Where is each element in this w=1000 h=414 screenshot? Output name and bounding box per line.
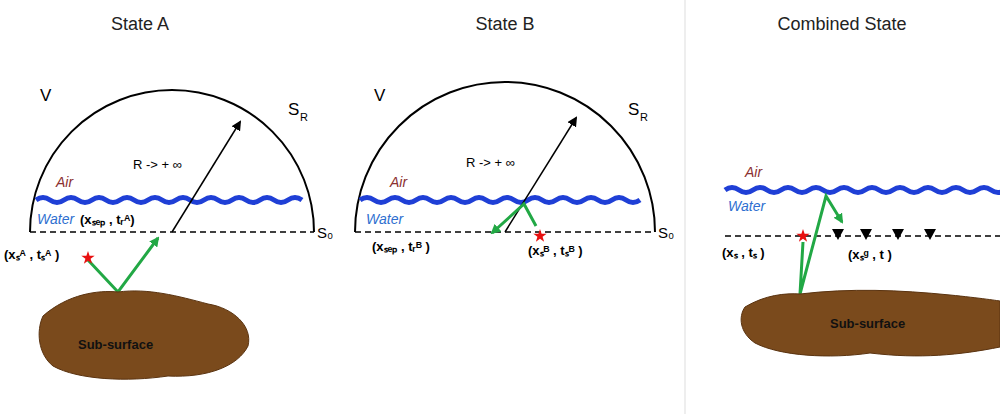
sea-surface xyxy=(36,198,302,203)
ray-path xyxy=(88,238,158,292)
surface-label: S₀ xyxy=(317,224,333,241)
subsurface-body: Sub-surface xyxy=(740,285,1000,360)
receiver-triangle xyxy=(924,229,936,240)
source-star xyxy=(796,229,809,242)
coordinate-label: (xₛᴬ , tₛᴬ ) xyxy=(4,248,59,263)
medium-label: Air xyxy=(56,174,73,190)
medium-label: Air xyxy=(390,174,407,190)
subsurface-shape xyxy=(741,290,1000,356)
coordinate-label: (xₛₑₚ , tᵣᴬ) xyxy=(80,213,135,228)
panel-separator xyxy=(685,0,686,414)
medium-label: Water xyxy=(37,211,74,227)
radius-label: R -> + ∞ xyxy=(133,158,182,173)
subsurface-body: Sub-surface xyxy=(38,286,258,386)
ray-path xyxy=(492,204,536,233)
receiver-triangle xyxy=(860,229,872,240)
coordinate-label: (xₛᵍ , t ) xyxy=(848,248,892,263)
medium-label: Water xyxy=(366,211,403,227)
volume-label: V xyxy=(374,86,385,106)
coordinate-label: (xₛᴮ , tₛᴮ ) xyxy=(528,244,582,259)
sea-surface xyxy=(360,198,640,203)
sea-surface xyxy=(725,188,1000,193)
region-name: Sub-surface xyxy=(78,338,153,353)
surface-label: S₀ xyxy=(658,224,674,241)
radius-arrow xyxy=(172,122,240,232)
source-star xyxy=(533,229,546,242)
receiver-triangle xyxy=(892,229,904,240)
volume-label: V xyxy=(40,86,51,106)
panel-title: Combined State xyxy=(777,14,906,35)
hemisphere-surface xyxy=(355,82,655,232)
surface-subscript: R xyxy=(640,111,648,124)
medium-label: Air xyxy=(745,164,762,180)
panel-title: State A xyxy=(111,14,169,35)
coordinate-label: (xₛₑₚ , tᵣᴮ ) xyxy=(372,240,430,255)
panel-title: State B xyxy=(475,14,534,35)
medium-label: Water xyxy=(728,198,765,214)
radius-label: R -> + ∞ xyxy=(466,156,515,171)
receiver-triangle xyxy=(832,229,844,240)
surface-label: S xyxy=(628,100,639,120)
hemisphere-surface xyxy=(30,90,314,232)
surface-label: S xyxy=(288,100,299,120)
region-name: Sub-surface xyxy=(830,317,905,332)
coordinate-label: (xₛ , tₛ ) xyxy=(722,246,765,261)
datum-line xyxy=(725,235,1000,237)
subsurface-outline xyxy=(38,286,258,386)
source-star xyxy=(81,251,94,264)
subsurface-shape xyxy=(39,291,249,379)
ray-path xyxy=(800,196,842,294)
radius-arrow xyxy=(505,118,576,232)
surface-subscript: R xyxy=(300,111,308,124)
